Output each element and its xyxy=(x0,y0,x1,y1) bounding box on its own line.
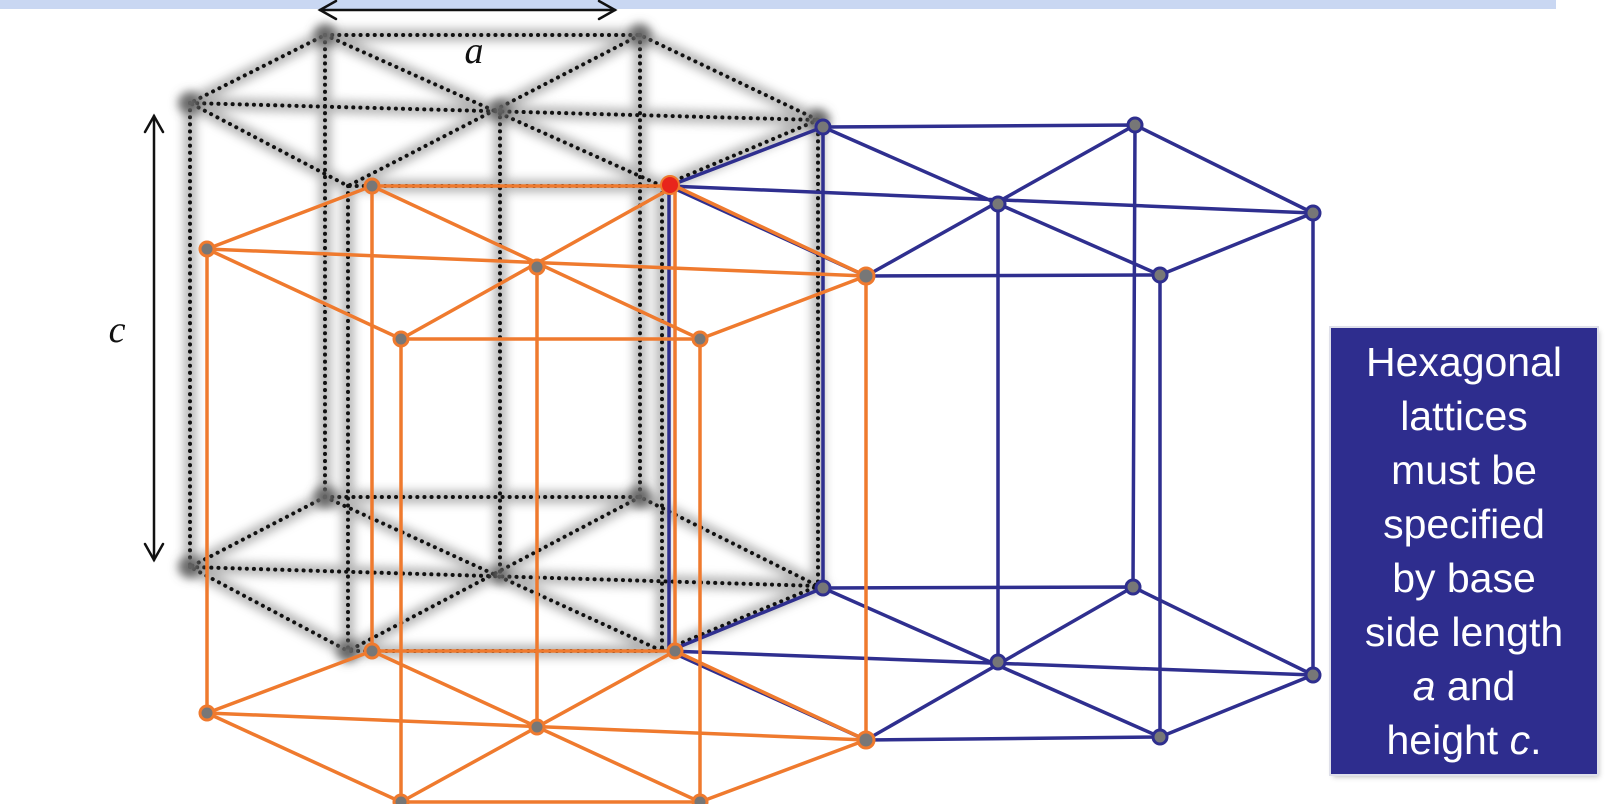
gray-prism-shadow xyxy=(176,29,833,657)
callout-line-8-post: . xyxy=(1530,717,1542,763)
callout-line-1: Hexagonal xyxy=(1365,339,1563,385)
callout-line-6: side length xyxy=(1364,609,1564,655)
callout-line-5: by base xyxy=(1392,555,1536,601)
shared-lattice-point xyxy=(660,175,680,195)
callout-var-c: c xyxy=(1509,717,1531,763)
callout-var-a: a xyxy=(1412,663,1436,709)
callout-line-8: height c. xyxy=(1386,713,1541,767)
hexagonal-lattice-diagram: a c xyxy=(109,0,1322,804)
blue-prism xyxy=(667,123,1315,742)
label-c: c xyxy=(109,309,126,351)
callout-line-2: lattices xyxy=(1400,393,1528,439)
orange-prism-nodes xyxy=(198,177,876,804)
callout-line-7-rest: and xyxy=(1435,663,1516,709)
callout-box: Hexagonal lattices must be specified by … xyxy=(1331,328,1597,774)
callout-line-4: specified xyxy=(1383,501,1545,547)
orange-prism xyxy=(205,184,868,804)
top-band xyxy=(0,0,1556,9)
callout-line-8-pre: height xyxy=(1386,717,1510,763)
blue-prism-nodes xyxy=(814,116,1322,746)
callout-line-7: a and xyxy=(1413,659,1516,713)
callout-line-3: must be xyxy=(1391,447,1537,493)
label-a: a xyxy=(465,30,484,72)
dimension-arrow-a xyxy=(317,0,618,21)
gray-prism xyxy=(176,24,833,662)
dimension-arrow-c xyxy=(143,113,165,563)
